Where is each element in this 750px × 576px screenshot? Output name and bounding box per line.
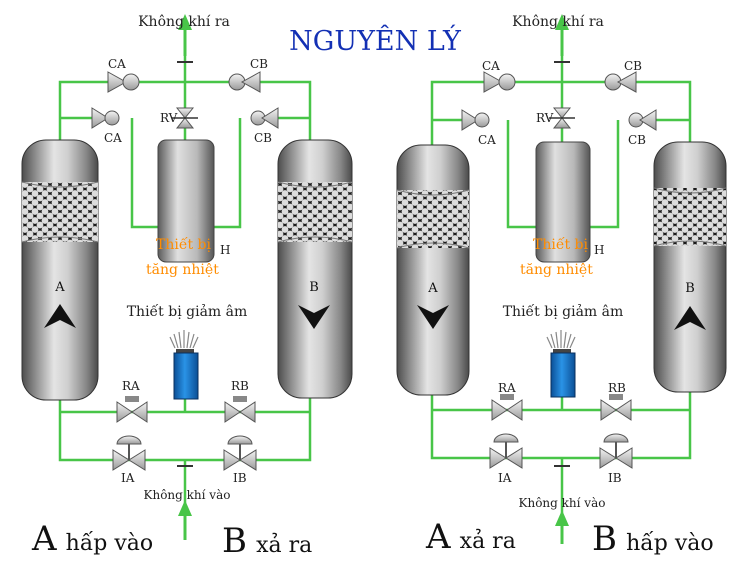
silencer-label: Thiết bị giảm âm xyxy=(127,303,248,320)
relief-valve xyxy=(172,107,198,129)
check-valve-ca-side xyxy=(91,107,120,129)
valve-rb xyxy=(600,394,632,421)
valve-ia xyxy=(489,433,523,469)
valve-label: RA xyxy=(122,379,140,393)
relief-valve-label: RV xyxy=(536,111,554,125)
check-valve-cb-side xyxy=(250,107,279,129)
piping xyxy=(58,40,312,515)
valve-label: RB xyxy=(608,381,626,395)
air-inlet-arrow xyxy=(178,500,192,540)
tower-b xyxy=(653,141,727,393)
check-valve-cb-side xyxy=(628,109,657,131)
check-valve-cb-top xyxy=(604,71,637,93)
check-valve-label: CB xyxy=(254,131,272,145)
valve-label: IB xyxy=(608,471,622,485)
valve-ra xyxy=(116,396,148,423)
tower-b-label: B xyxy=(309,280,319,295)
check-valve-label: CA xyxy=(104,131,122,145)
check-valve-ca-top xyxy=(107,71,140,93)
panel-left: Không khí ra CA CB CA CB RV xyxy=(21,14,353,561)
heater-vessel xyxy=(535,141,591,263)
heater-label: Thiết bị xyxy=(156,236,211,253)
check-valve-label: CA xyxy=(478,133,496,147)
heater-tag: H xyxy=(220,243,230,257)
valve-label: IA xyxy=(121,471,135,485)
valve-ra xyxy=(491,394,523,421)
tower-b-label: B xyxy=(685,281,695,296)
page-title: NGUYÊN LÝ xyxy=(289,24,462,57)
check-valve-cb-top xyxy=(228,71,261,93)
heater-vessel xyxy=(157,139,215,263)
air-outlet-label: Không khí ra xyxy=(512,14,604,30)
tower-a-label: A xyxy=(427,281,438,296)
valve-label: RB xyxy=(231,379,249,393)
check-valve-label: CB xyxy=(628,133,646,147)
relief-valve xyxy=(549,107,575,129)
silencer xyxy=(169,330,199,400)
heater-label: Thiết bị xyxy=(533,236,588,253)
heater-label-line2: tăng nhiệt xyxy=(146,262,219,278)
air-inlet-label: Không khí vào xyxy=(144,488,231,502)
caption-a: A xả ra xyxy=(425,517,516,557)
check-valve-label: CA xyxy=(482,59,500,73)
tower-a-label: A xyxy=(54,280,65,295)
tower-b xyxy=(277,139,353,399)
air-outlet-arrow xyxy=(555,14,569,56)
panel-right: Không khí ra CA CB CA CB RV xyxy=(396,14,727,559)
check-valve-label: CA xyxy=(108,57,126,71)
check-valve-ca-side xyxy=(461,109,490,131)
piping xyxy=(430,40,692,520)
air-outlet-label: Không khí ra xyxy=(138,14,230,30)
valve-rb xyxy=(224,396,256,423)
valve-label: RA xyxy=(498,381,516,395)
tower-a xyxy=(396,144,470,396)
caption-b: B hấp vào xyxy=(592,519,714,559)
check-valve-ca-top xyxy=(483,71,516,93)
silencer xyxy=(546,330,576,398)
silencer-label: Thiết bị giảm âm xyxy=(503,303,624,320)
relief-valve-label: RV xyxy=(160,111,178,125)
valve-ib xyxy=(223,435,257,471)
heater-label-line2: tăng nhiệt xyxy=(520,262,593,278)
check-valve-label: CB xyxy=(624,59,642,73)
air-inlet-arrow xyxy=(555,510,569,544)
air-inlet-label: Không khí vào xyxy=(519,496,606,510)
heater-tag: H xyxy=(594,243,604,257)
valve-label: IA xyxy=(498,471,512,485)
valve-ia xyxy=(112,435,146,471)
valve-ib xyxy=(599,433,633,469)
valve-label: IB xyxy=(233,471,247,485)
caption-a: A hấp vào xyxy=(31,519,153,559)
tower-a xyxy=(21,139,99,401)
check-valve-label: CB xyxy=(250,57,268,71)
air-outlet-arrow xyxy=(178,14,192,56)
caption-b: B xả ra xyxy=(222,521,312,561)
